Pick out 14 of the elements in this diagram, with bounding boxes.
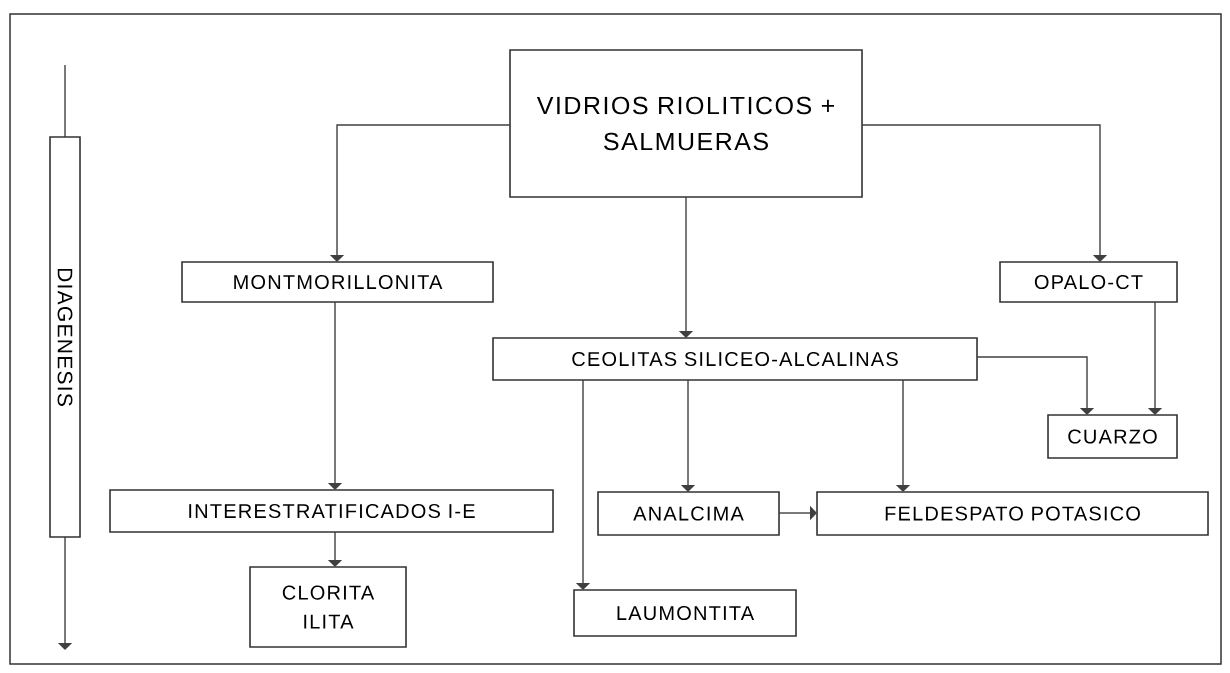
mineral-box: CUARZO: [1047, 414, 1178, 459]
mineral-box: FELDESPATO POTASICO: [816, 491, 1209, 536]
mineral-box: LAUMONTITA: [573, 589, 797, 637]
vertical-label: DIAGENESIS: [57, 268, 73, 406]
arrow: [861, 124, 1108, 262]
mineral-box: OPALO-CT: [999, 261, 1178, 303]
mineral-box: CEOLITAS SILICEO-ALCALINAS: [492, 337, 978, 381]
mineral-box: INTERESTRATIFICADOS I-E: [109, 489, 554, 533]
mineral-box: CLORITA ILITA: [249, 566, 407, 648]
source-box: VIDRIOS RIOLITICOS + SALMUERAS: [509, 49, 863, 198]
arrow: [976, 356, 1095, 415]
mineral-box: MONTMORILLONITA: [181, 261, 494, 303]
mineral-box: ANALCIMA: [597, 491, 780, 536]
vertical-label-box: [49, 136, 81, 538]
